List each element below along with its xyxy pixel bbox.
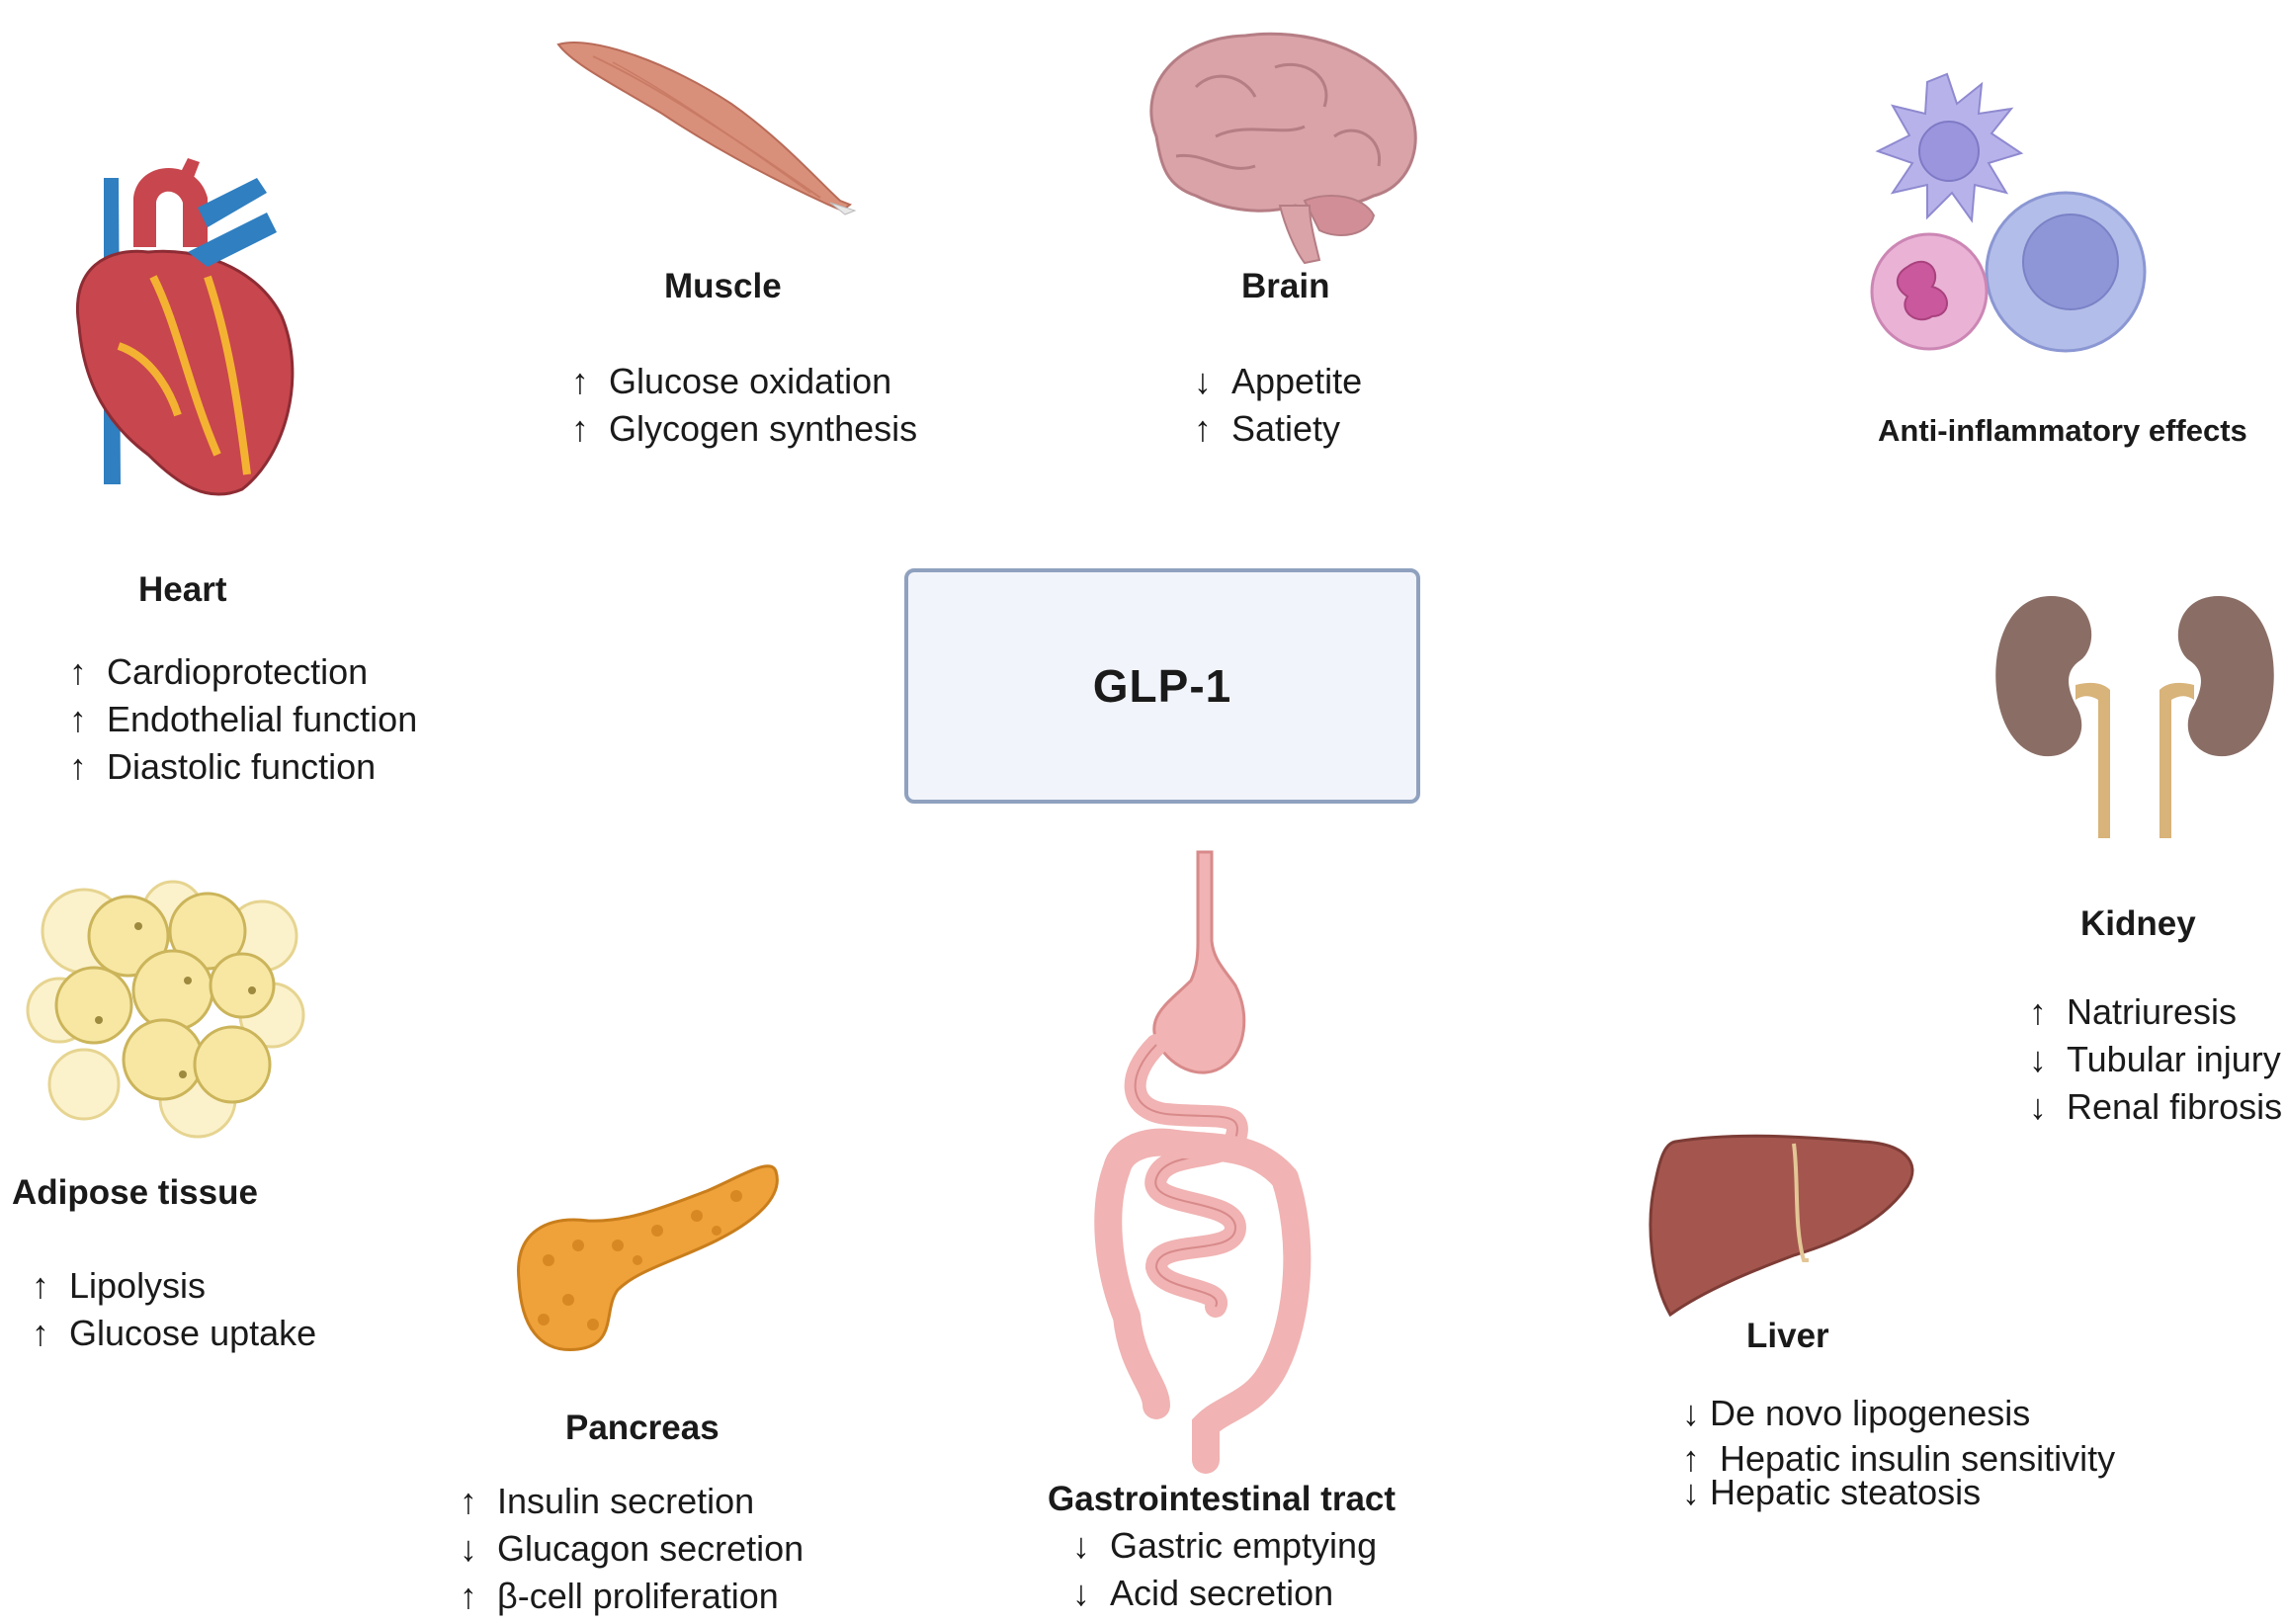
effect-item: ↓Hepatic steatosis [1682, 1472, 1982, 1512]
glp1-box: GLP-1 [904, 568, 1420, 804]
effect-item: ↑Glucose oxidation [571, 361, 892, 401]
effect-item: ↑Satiety [1194, 408, 1341, 449]
immune-cells-illustration [1870, 72, 2147, 353]
effect-item: ↓Gastric emptying [1072, 1525, 1378, 1566]
brain-illustration [1149, 32, 1417, 265]
kidney-illustration [1995, 596, 2274, 838]
heart-effects: ↑Cardioprotection ↑Endothelial function … [69, 648, 417, 791]
effect-item: ↓De novo lipogenesis [1682, 1393, 2031, 1433]
kidney-title: Kidney [2080, 904, 2196, 943]
adipose-effects: ↑Lipolysis ↑Glucose uptake [32, 1262, 316, 1357]
effect-item: ↓Tubular injury [2029, 1039, 2281, 1079]
brain-effects: ↓Appetite ↑Satiety [1194, 358, 1362, 453]
heart-title: Heart [138, 570, 227, 609]
neutrophil-icon [1870, 232, 1989, 351]
liver-illustration [1649, 1134, 1914, 1318]
brain-title: Brain [1241, 267, 1330, 305]
liver-title: Liver [1746, 1317, 1829, 1355]
pancreas-effects: ↑Insulin secretion ↓Glucagon secretion ↑… [460, 1478, 804, 1620]
adipose-title: Adipose tissue [12, 1173, 258, 1212]
effect-item: ↓Acid secretion [1072, 1573, 1334, 1613]
gi-effects: ↓Gastric emptying ↓Acid secretion [1072, 1522, 1377, 1617]
immune-title: Anti-inflammatory effects [1878, 413, 2247, 448]
liver-effects: ↓De novo lipogenesis ↑Hepatic insulin se… [1682, 1391, 2115, 1515]
adipose-illustration [26, 880, 305, 1139]
muscle-title: Muscle [664, 267, 782, 305]
left-kidney-icon [1995, 596, 2110, 838]
effect-item: ↓Glucagon secretion [460, 1528, 805, 1569]
effect-item: ↑Glucose uptake [32, 1313, 317, 1353]
effect-item: ↑Cardioprotection [69, 651, 369, 692]
effect-item: ↑Insulin secretion [460, 1481, 755, 1521]
effect-item: ↑Glycogen synthesis [571, 408, 918, 449]
muscle-illustration [556, 42, 857, 215]
effect-item: ↓Appetite [1194, 361, 1363, 401]
effect-item: ↑Hepatic insulin sensitivity [1682, 1438, 2116, 1479]
dendritic-cell-icon [1875, 72, 2024, 223]
gi-title: Gastrointestinal tract [1048, 1480, 1397, 1518]
glp1-label: GLP-1 [1092, 660, 1232, 712]
muscle-effects: ↑Glucose oxidation ↑Glycogen synthesis [571, 358, 917, 453]
effect-item: ↑Endothelial function [69, 699, 418, 739]
effect-item: ↑Natriuresis [2029, 991, 2238, 1032]
heart-illustration [76, 158, 295, 496]
effect-item: ↑Lipolysis [32, 1265, 207, 1306]
effect-item: ↑Diastolic function [69, 746, 377, 787]
kidney-effects: ↑Natriuresis ↓Tubular injury ↓Renal fibr… [2029, 988, 2282, 1131]
right-kidney-icon [2160, 596, 2274, 838]
lymphocyte-icon [1985, 191, 2147, 353]
pancreas-title: Pancreas [565, 1409, 720, 1447]
pancreas-illustration [517, 1164, 779, 1352]
effect-item: ↑β-cell proliferation [460, 1576, 779, 1616]
gi-tract-illustration [1094, 850, 1312, 1474]
effect-item: ↓Renal fibrosis [2029, 1086, 2283, 1127]
